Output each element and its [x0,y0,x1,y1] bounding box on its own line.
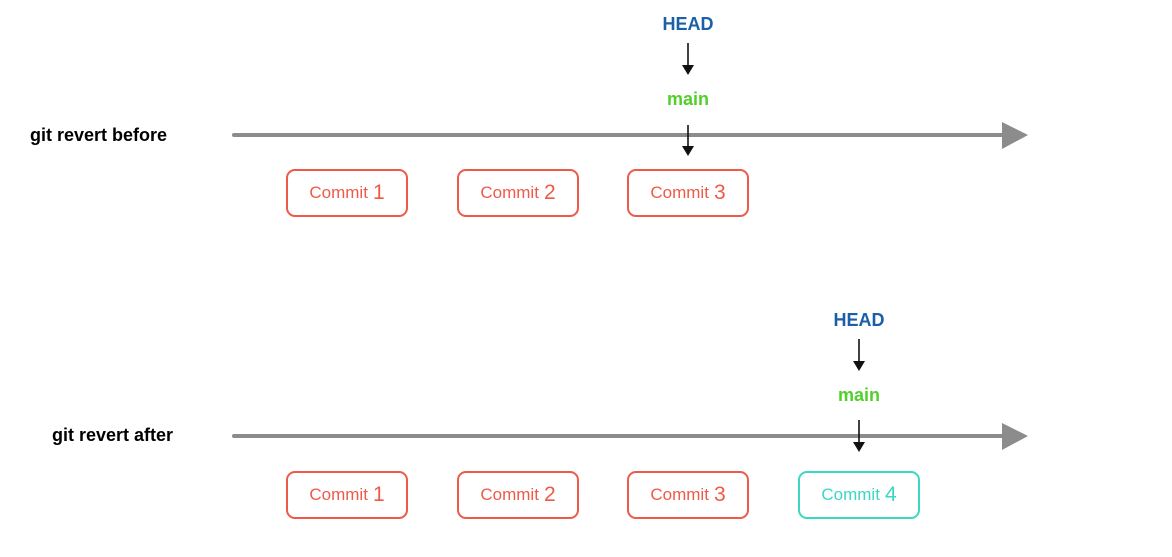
main-to-commit-arrowhead-after [853,442,865,452]
commit-number: 1 [372,483,385,506]
head-pointer-after: HEAD [833,310,885,330]
commit-word: Commit [650,485,709,504]
timeline-arrowhead-before [1002,122,1028,149]
commit-word: Commit [480,183,539,202]
commit-number: 4 [884,483,897,506]
commit-number: 3 [713,181,726,204]
commit-word: Commit [309,485,368,504]
main-to-commit-arrowhead-before [682,146,694,156]
timeline-arrowhead-after [1002,423,1028,450]
commit-word: Commit [650,183,709,202]
head-to-main-arrowhead-after [853,361,865,371]
main-branch-pointer-after: main [837,385,880,405]
commit-word: Commit [480,485,539,504]
main-branch-pointer-before: main [666,89,709,109]
row-label-after: git revert after [52,425,174,445]
commit-number: 2 [543,483,556,506]
commit-number: 1 [372,181,385,204]
commit-number: 2 [543,181,556,204]
head-to-main-arrowhead-before [682,65,694,75]
commit-word: Commit [821,485,880,504]
row-label-before: git revert before [30,125,168,145]
commit-word: Commit [309,183,368,202]
head-pointer-before: HEAD [662,14,714,34]
commit-number: 3 [713,483,726,506]
